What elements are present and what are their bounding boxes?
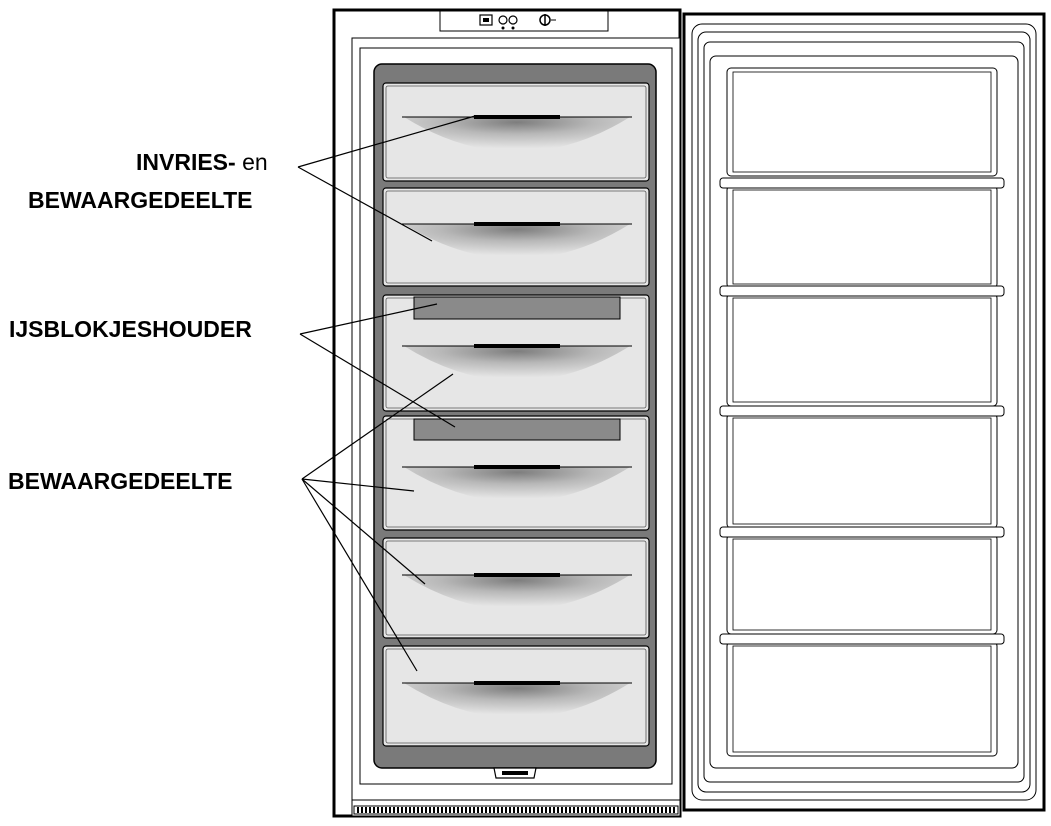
callout-line-freeze-2: [297, 166, 433, 242]
ventilation-grille: [353, 805, 679, 815]
door-shelf-4: [719, 405, 1005, 529]
drawer-handle: [474, 115, 560, 119]
drawers: [382, 82, 650, 747]
drawer-5: [382, 537, 650, 639]
label-storage: BEWAARGEDEELTE: [8, 468, 233, 494]
bottom-handle: [493, 767, 537, 779]
callout-line-storage-4: [301, 478, 418, 672]
label-freeze-storage: INVRIES- en: [136, 148, 268, 176]
drawer-1: [382, 82, 650, 182]
door-shelf-3: [719, 285, 1005, 407]
indicator-light-icon: [498, 15, 508, 25]
door-shelf-rail: [719, 526, 1005, 538]
door-shelf-2: [719, 177, 1005, 289]
drawer-6: [382, 645, 650, 747]
switch-icon-inner: [483, 18, 489, 22]
door-shelf-rail: [719, 405, 1005, 417]
door-shelf-1: [726, 67, 998, 177]
drawer-handle: [474, 222, 560, 226]
door-shelf-5: [719, 526, 1005, 635]
door-shelf-6: [719, 633, 1005, 757]
drawer-2: [382, 187, 650, 287]
door: [682, 12, 1046, 812]
drawer-handle: [474, 573, 560, 577]
label-freeze-line2: BEWAARGEDEELTE: [28, 187, 253, 213]
drawer-handle-shadow: [404, 683, 630, 718]
drawer-handle: [474, 681, 560, 685]
control-panel: [439, 10, 609, 32]
door-shelf-rail: [719, 177, 1005, 189]
drawer-4: [382, 415, 650, 531]
drawer-3: [382, 294, 650, 412]
indicator-light-icon-2: [508, 15, 518, 25]
callout-line-ice-2: [299, 333, 456, 428]
callout-line-storage-3: [301, 478, 426, 585]
drawer-handle-shadow: [404, 575, 630, 610]
callout-lines: [297, 115, 476, 672]
drawer-handle: [474, 465, 560, 469]
label-freeze-bold: INVRIES-: [136, 149, 236, 175]
callout-line-storage-1: [301, 373, 454, 480]
drawer-handle-shadow: [404, 224, 630, 259]
drawer-handle-shadow: [404, 467, 630, 502]
door-shelf-rail: [719, 285, 1005, 297]
callout-line-storage-2: [301, 478, 415, 492]
label-freeze-normal: en: [242, 149, 268, 175]
drawer-handle: [474, 344, 560, 348]
door-shelf-rail: [719, 633, 1005, 645]
callout-line-freeze-1: [297, 115, 476, 168]
drawer-handle-shadow: [404, 346, 630, 381]
ice-cube-trays: [413, 296, 621, 441]
callout-line-ice-1: [299, 303, 438, 335]
door-shelves: [719, 67, 1005, 757]
label-ice-holder: IJSBLOKJESHOUDER: [9, 316, 252, 342]
drawer-handle-shadow: [404, 117, 630, 152]
